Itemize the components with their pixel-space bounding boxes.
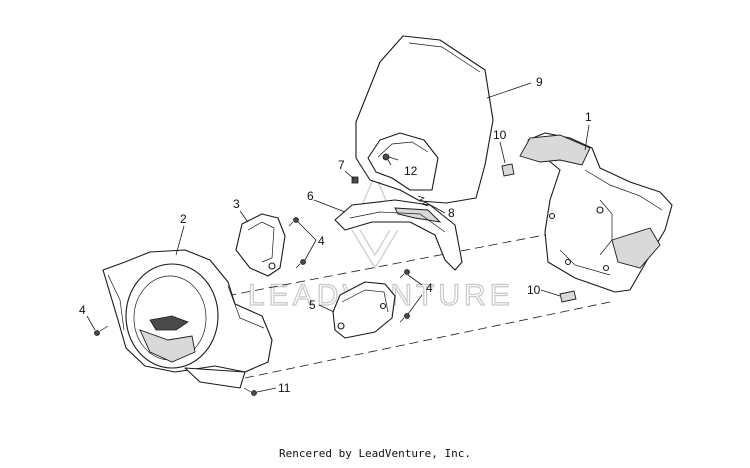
callout-9: 9 (536, 75, 543, 89)
callout-1: 1 (585, 110, 592, 124)
screw-part-4c (399, 269, 410, 279)
callout-4-left: 4 (79, 303, 86, 317)
part-cover-small (235, 213, 286, 277)
part-curved-panel (334, 199, 463, 271)
screw-part-4d (399, 313, 410, 323)
part-cover-lower (332, 281, 396, 339)
screw-part-7 (351, 176, 359, 184)
part-rear-panel (519, 132, 673, 293)
screw-part-12 (382, 153, 399, 161)
screw-part-11 (243, 387, 257, 396)
callout-10-upper: 10 (493, 128, 507, 142)
part-clip-lower (559, 290, 577, 303)
screw-part-4a (288, 217, 299, 227)
alignment-line-upper (199, 231, 561, 302)
callout-4-upper: 4 (318, 234, 325, 248)
part-clip-upper (501, 163, 515, 177)
callout-3: 3 (233, 197, 240, 211)
callout-10-lower: 10 (527, 283, 541, 297)
part-spring-clip (417, 195, 429, 207)
callout-7: 7 (338, 158, 345, 172)
part-front-shell (102, 249, 273, 389)
callout-8: 8 (448, 206, 455, 220)
callout-labels: 9 1 10 7 12 6 3 8 2 4 4 10 5 4 11 (79, 75, 592, 395)
screws (94, 153, 410, 396)
footer-credit: Rencered by LeadVenture, Inc. (278, 447, 472, 460)
callout-6: 6 (307, 189, 314, 203)
callout-4-middle: 4 (426, 281, 433, 295)
alignment-line-lower (244, 301, 611, 379)
screw-part-4e (94, 325, 109, 336)
screw-part-4b (295, 259, 306, 269)
callout-11: 11 (278, 381, 291, 395)
callout-5: 5 (309, 298, 316, 312)
part-windscreen (355, 35, 494, 204)
leader-lines (86, 82, 590, 393)
callout-12: 12 (404, 164, 418, 178)
callout-2: 2 (180, 212, 187, 226)
